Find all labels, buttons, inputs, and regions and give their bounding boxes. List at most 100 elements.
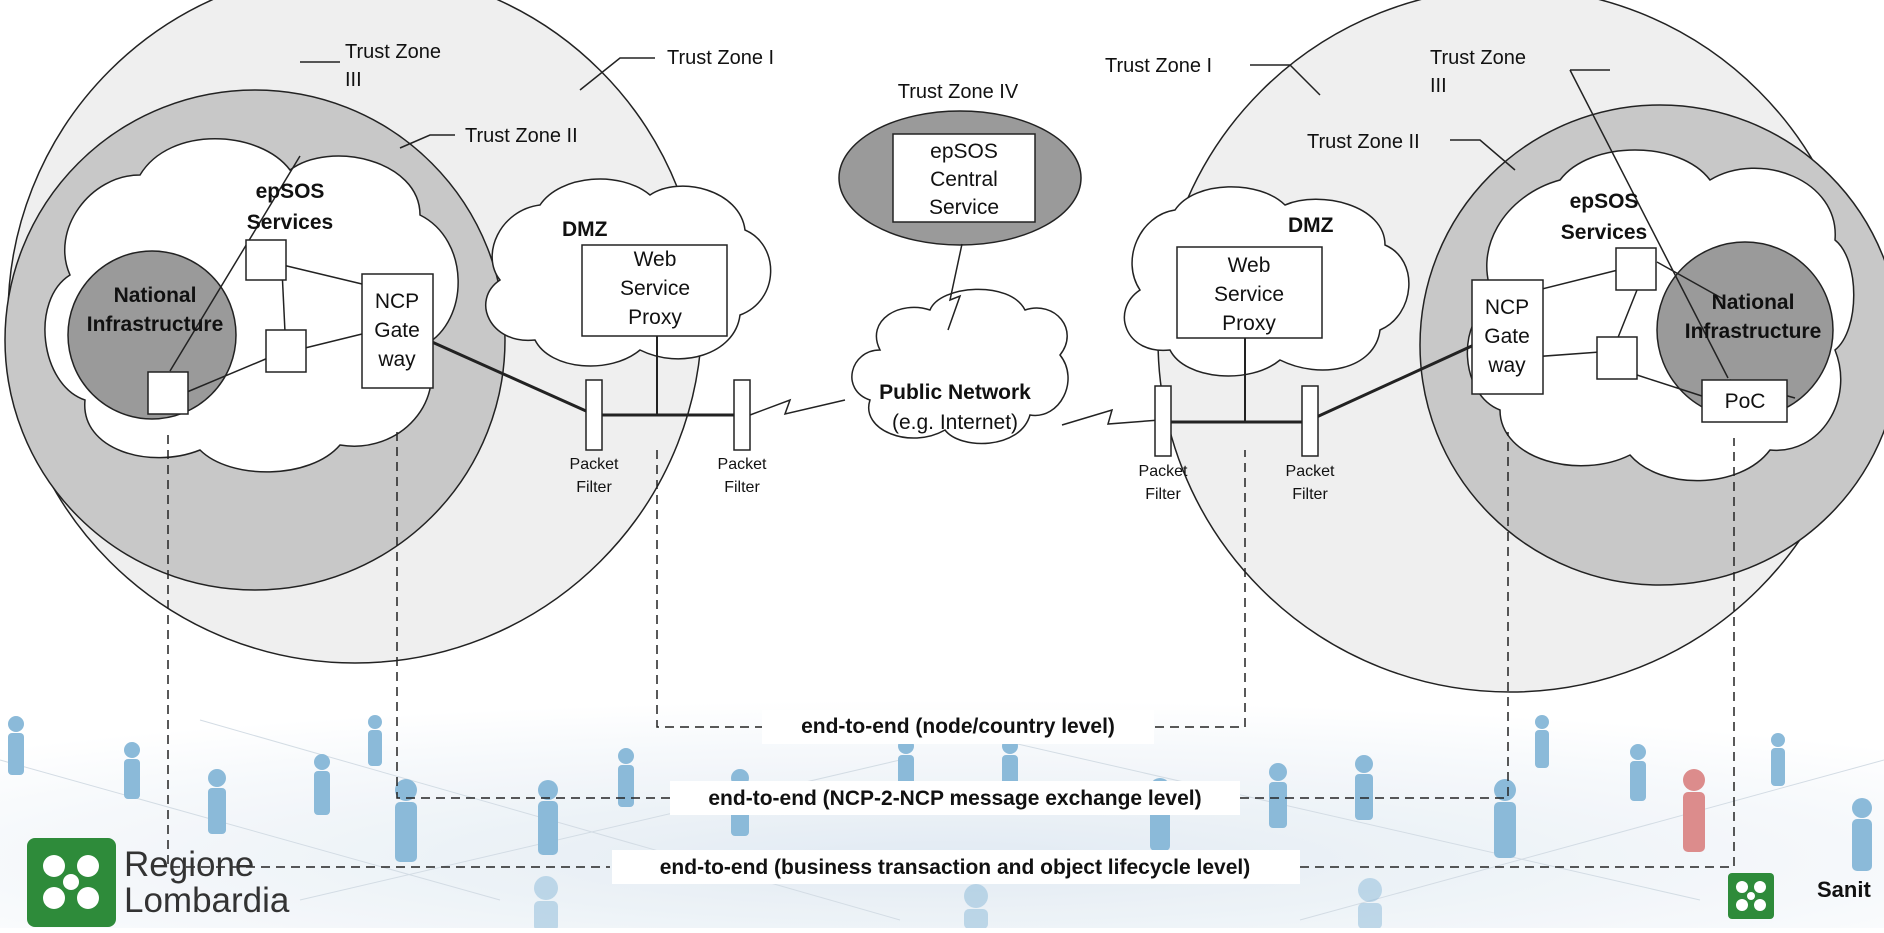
right-web-service-proxy-label: Service	[1214, 283, 1284, 306]
right-poc-label: PoC	[1725, 390, 1766, 413]
person-icon	[8, 716, 24, 775]
person-icon	[1683, 769, 1705, 852]
person-icon	[618, 748, 634, 807]
left-node-box	[265, 329, 307, 373]
right-packet-filter-label: Packet	[1139, 463, 1188, 480]
person-icon	[395, 779, 417, 862]
leader-lines	[300, 57, 1610, 171]
central-service-box	[892, 133, 1036, 223]
e2e-node-level-label: end-to-end (node/country level)	[801, 715, 1115, 738]
left-node-box	[245, 239, 287, 281]
lightning-link	[1061, 408, 1161, 426]
left-dmz-label: DMZ	[562, 218, 608, 241]
person-icon	[314, 754, 330, 815]
left-trust-zones	[4, 0, 703, 664]
right-epsos-services-label: Services	[1561, 221, 1647, 244]
left-packet-filter-label: Packet	[570, 456, 619, 473]
left-national-infrastructure-label: National	[114, 284, 197, 307]
right-epsos-services-label: epSOS	[1570, 190, 1639, 213]
right-dmz-label: DMZ	[1288, 214, 1334, 237]
person-icon	[1358, 878, 1382, 929]
e2e-label-bg	[612, 850, 1300, 884]
left-node-box	[147, 371, 189, 415]
left-epsos-services-label: Services	[247, 211, 333, 234]
right-national-infrastructure-label: Infrastructure	[1685, 320, 1822, 343]
left-ncp-gateway-label: NCP	[375, 290, 419, 313]
person-icon	[1771, 733, 1785, 786]
right-trust-zone-2-label: Trust Zone II	[1307, 131, 1420, 153]
right-ncp-gateway-label: Gate	[1484, 325, 1530, 348]
right-node-box	[1596, 336, 1638, 380]
person-icon	[1355, 755, 1373, 820]
right-packet-filter-label: Filter	[1145, 486, 1181, 503]
left-ncp-gateway-box	[361, 273, 434, 389]
left-web-service-proxy-label: Service	[620, 277, 690, 300]
left-packet-filter-a	[585, 379, 603, 451]
left-trust-zone-3-label: Trust Zone	[345, 41, 441, 63]
person-icon	[1535, 715, 1549, 768]
flower-icon	[43, 855, 99, 909]
right-web-service-proxy-box	[1176, 246, 1323, 339]
left-trust-zone-2-label: Trust Zone II	[465, 125, 578, 147]
regione-lombardia-logo: Regione Lombardia	[27, 838, 290, 927]
left-packet-filter-label: Filter	[724, 479, 760, 496]
person-icon	[538, 780, 558, 855]
e2e-ncp-level-label: end-to-end (NCP-2-NCP message exchange l…	[708, 787, 1201, 810]
right-packet-filter-label: Filter	[1292, 486, 1328, 503]
person-icon	[534, 876, 558, 931]
e2e-label-bg	[670, 781, 1240, 815]
right-national-infrastructure-label: National	[1712, 291, 1795, 314]
right-packet-filter-b	[1301, 385, 1319, 457]
public-network-sub-label: (e.g. Internet)	[892, 411, 1018, 434]
lightning-link	[947, 243, 963, 331]
left-ncp-gateway-label: way	[377, 348, 416, 371]
person-icon	[964, 884, 988, 929]
sanita-text: Sanit	[1817, 877, 1871, 902]
left-packet-filter-label: Packet	[718, 456, 767, 473]
central-service-label: epSOS	[930, 140, 998, 163]
person-icon	[1269, 763, 1287, 828]
left-packet-filter-b	[733, 379, 751, 451]
right-packet-filter-a	[1154, 385, 1172, 457]
person-icon	[124, 742, 140, 799]
right-trust-zone-3-label: Trust Zone	[1430, 47, 1526, 69]
right-trust-zone-3-label: III	[1430, 75, 1447, 97]
left-national-infrastructure-label: Infrastructure	[87, 313, 224, 336]
logo-line-2: Lombardia	[124, 881, 290, 920]
right-ncp-gateway-label: NCP	[1485, 296, 1529, 319]
person-icon	[368, 715, 382, 766]
left-gateway-link	[431, 340, 596, 417]
right-ncp-gateway-box	[1471, 279, 1544, 395]
lightning-link	[749, 398, 846, 416]
sanita-logo: Sanit	[1728, 873, 1871, 919]
left-web-service-proxy-box	[581, 244, 728, 337]
person-icon	[1630, 744, 1646, 801]
trust-zone-4-label: Trust Zone IV	[898, 81, 1019, 103]
left-web-service-proxy-label: Proxy	[628, 306, 682, 329]
left-packet-filter-label: Filter	[576, 479, 612, 496]
central-service-label: Service	[929, 196, 999, 219]
public-network-cloud	[851, 288, 1069, 445]
public-network-label: Public Network	[879, 381, 1031, 404]
right-trust-zone-1-label: Trust Zone I	[1105, 55, 1212, 77]
left-ncp-gateway-label: Gate	[374, 319, 420, 342]
right-ncp-gateway-label: way	[1487, 354, 1526, 377]
right-web-service-proxy-label: Web	[1228, 254, 1271, 277]
left-trust-zone-1-label: Trust Zone I	[667, 47, 774, 69]
e2e-business-level-label: end-to-end (business transaction and obj…	[660, 856, 1250, 879]
right-gateway-link	[1309, 343, 1475, 422]
person-icon	[208, 769, 226, 834]
right-web-service-proxy-label: Proxy	[1222, 312, 1276, 335]
right-node-box	[1615, 247, 1657, 291]
flower-icon	[1736, 881, 1766, 911]
logo-line-1: Regione	[124, 845, 254, 884]
left-national-infrastructure	[67, 250, 237, 420]
end-to-end-lines	[167, 432, 1735, 868]
left-trust-zone-3-label: III	[345, 69, 362, 91]
left-epsos-services-label: epSOS	[256, 180, 325, 203]
right-poc-box	[1701, 379, 1788, 423]
person-icon	[1852, 798, 1872, 871]
right-packet-filter-label: Packet	[1286, 463, 1335, 480]
